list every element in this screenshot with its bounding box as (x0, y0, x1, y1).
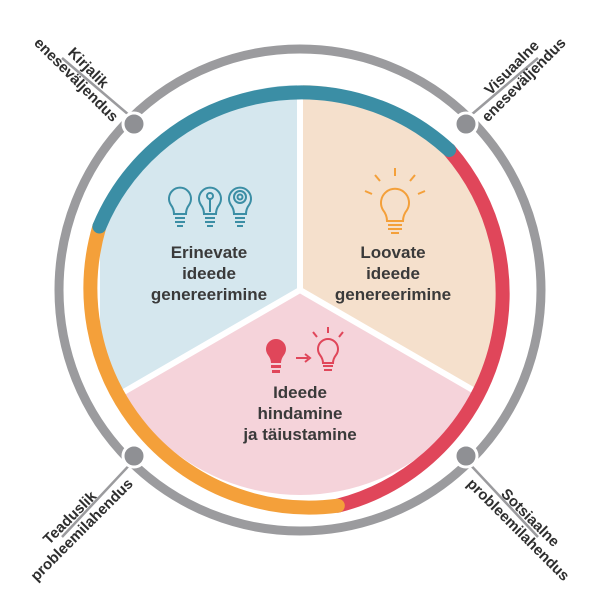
segment-label-line: Loovate (360, 243, 425, 262)
outer-ring (54, 44, 546, 536)
connector-dots (121, 111, 479, 469)
segment-label-line: ja täiustamine (242, 425, 356, 444)
three-lightbulbs-icon (168, 186, 252, 227)
arc-orange (83, 219, 345, 515)
dot-top-left (121, 111, 147, 137)
bulb-to-shining-bulb-icon (266, 327, 344, 373)
segment-label-line: ideede (182, 264, 236, 283)
segment-label-line: Erinevate (171, 243, 248, 262)
arc-teal (92, 85, 457, 234)
segment-label-line: genereerimine (151, 285, 267, 304)
connector-line-bottom-left (61, 457, 137, 538)
segment-label-line: genereerimine (335, 285, 451, 304)
segment-label-line: hindamine (257, 404, 342, 423)
connector-line-bottom-right (463, 457, 539, 538)
arc-red (330, 143, 510, 513)
segment-label-hindamine: Ideede hindamine ja täiustamine (242, 383, 356, 444)
dot-bottom-right (453, 443, 479, 469)
shining-lightbulb-icon (364, 168, 426, 234)
colored-arcs (83, 85, 510, 515)
dot-bottom-left (121, 443, 147, 469)
corner-label-visuaalne: Visuaalne eneseväljendus (478, 34, 569, 125)
segment-label-erinevate: Erinevate ideede genereerimine (151, 243, 267, 304)
corner-label-kirjalik: Kirjalik eneseväljendus (30, 34, 121, 125)
segment-label-loovate: Loovate ideede genereerimine (335, 243, 451, 304)
segment-hindamine (100, 290, 500, 495)
corner-label-line: probleemilahendus (27, 475, 136, 584)
segment-label-line: ideede (366, 264, 420, 283)
connector-lines (61, 57, 539, 538)
segment-label-line: Ideede (273, 383, 327, 402)
corner-label-line: probleemilahendus (463, 475, 572, 584)
corner-label-sotsiaalne: Sotsiaalne probleemilahendus (463, 475, 572, 584)
connector-line-top-left (61, 57, 137, 122)
connector-line-top-right (463, 57, 539, 122)
corner-label-teaduslik: Teaduslik probleemilahendus (27, 475, 136, 584)
dot-top-right (453, 111, 479, 137)
